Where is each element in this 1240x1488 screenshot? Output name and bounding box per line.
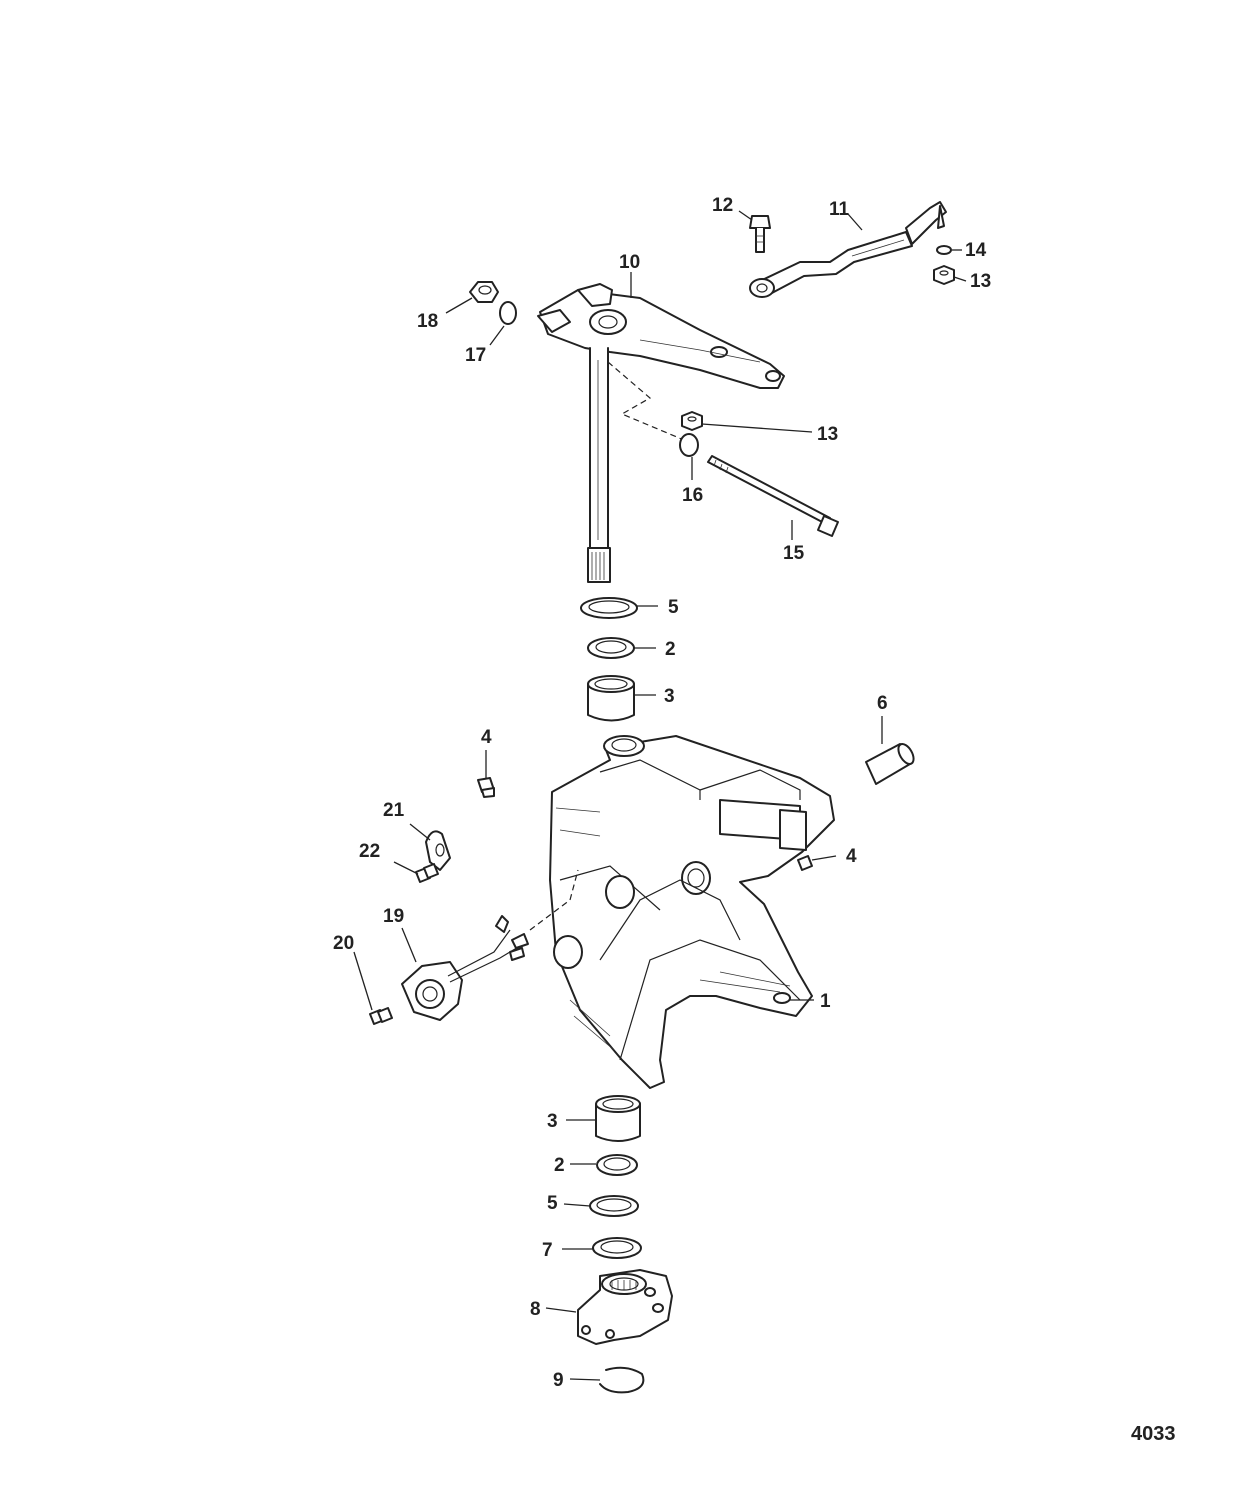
washer-5-upper [580, 597, 638, 619]
callout-2-upper: 2 [665, 639, 676, 660]
callout-15: 15 [783, 543, 805, 564]
callout-17: 17 [465, 345, 486, 366]
callout-5-lower: 5 [547, 1193, 558, 1214]
callout-21: 21 [383, 800, 405, 821]
seal-2-lower [596, 1154, 638, 1176]
seal-2-upper [587, 637, 635, 659]
callout-1: 1 [820, 991, 831, 1012]
screw-4-upper [477, 777, 495, 798]
callout-14: 14 [965, 240, 987, 261]
callout-8: 8 [530, 1299, 541, 1320]
callout-20: 20 [333, 933, 354, 954]
callout-12: 12 [712, 195, 733, 216]
screw-22 [415, 863, 439, 883]
steering-arm [537, 283, 785, 583]
callout-5-upper: 5 [668, 597, 679, 618]
snap-ring-9 [599, 1366, 645, 1394]
swivel-bracket [549, 735, 835, 1089]
callout-13-lower: 13 [817, 424, 838, 445]
washer-17 [499, 301, 517, 325]
clip-21 [425, 830, 451, 871]
callout-19: 19 [383, 906, 404, 927]
callout-3-lower: 3 [547, 1111, 558, 1132]
callout-4-right: 4 [846, 846, 857, 867]
washer-5-lower [589, 1195, 639, 1217]
callout-22: 22 [359, 841, 380, 862]
callout-18: 18 [417, 311, 438, 332]
nut-13-lower [681, 411, 703, 431]
callout-6: 6 [877, 693, 888, 714]
long-bolt-15 [707, 455, 839, 537]
bushing-3-lower [595, 1095, 641, 1142]
bushing-3-upper [587, 675, 635, 722]
screw-4-right [797, 855, 813, 871]
callout-16: 16 [682, 485, 703, 506]
nut-13-upper [933, 265, 955, 285]
wave-washer-7 [592, 1237, 642, 1259]
nut-18 [469, 281, 499, 303]
leader-lines [353, 210, 967, 1381]
callout-13-upper: 13 [970, 271, 991, 292]
callout-3-upper: 3 [664, 686, 675, 707]
callout-9: 9 [553, 1370, 564, 1391]
callout-4-upper: 4 [481, 727, 492, 748]
callout-7: 7 [542, 1240, 553, 1261]
screw-20 [369, 1007, 393, 1025]
figure-id: 4033 [1131, 1423, 1176, 1445]
bushing-6 [865, 743, 915, 785]
steering-link-rod [749, 201, 947, 298]
washer-16 [679, 433, 699, 457]
washer-14 [936, 245, 952, 255]
callout-labels: 12 11 14 13 10 18 17 13 16 15 5 2 3 6 4 … [333, 195, 991, 1391]
trim-sender-19 [401, 869, 579, 1021]
bolt-12 [749, 215, 771, 253]
callout-11: 11 [829, 199, 850, 220]
callout-10: 10 [619, 252, 640, 273]
lower-yoke-8 [577, 1269, 673, 1345]
callout-2-lower: 2 [554, 1155, 565, 1176]
